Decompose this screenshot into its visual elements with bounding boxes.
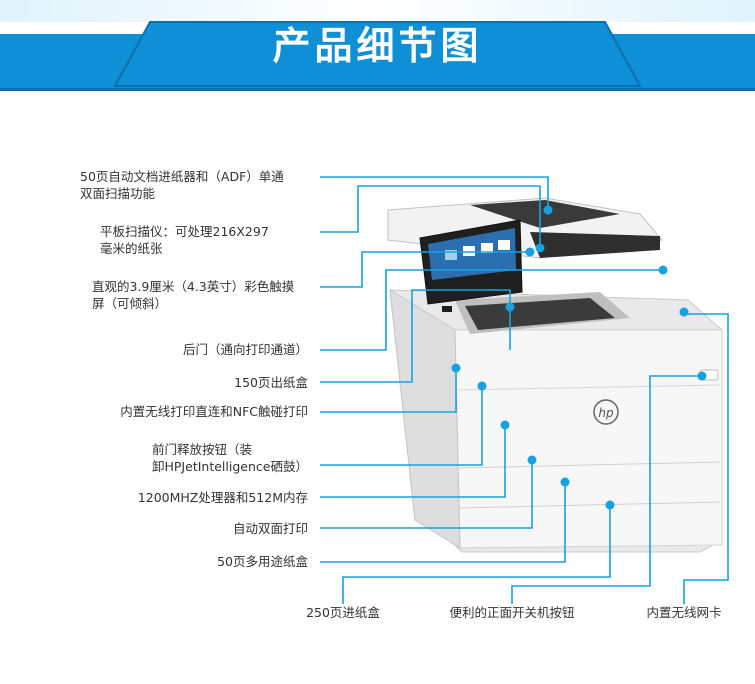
hp-logo-icon <box>593 399 619 425</box>
callout-wireless-card: 内置无线网卡 <box>646 605 722 620</box>
callout-duplex: 自动双面打印 <box>232 521 308 536</box>
page-title: 产品细节图 <box>272 24 483 68</box>
callout-input-tray: 250页进纸盒 <box>306 605 380 620</box>
callout-adf: 50页自动文档进纸器和（ADF）单通 双面扫描功能 <box>80 169 284 201</box>
hp-logo-text: hp <box>598 406 614 420</box>
callout-flatbed: 平板扫描仪：可处理216X297 毫米的纸张 <box>100 224 269 256</box>
callout-front-door: 前门释放按钮（装 卸HPJetIntelligence硒鼓） <box>152 442 308 474</box>
callout-wireless-nfc: 内置无线打印直连和NFC触碰打印 <box>120 404 308 419</box>
callout-output-tray: 150页出纸盒 <box>234 375 308 390</box>
callout-processor: 1200MHZ处理器和512M内存 <box>137 490 308 505</box>
banner-center <box>115 22 640 86</box>
callout-rear-door: 后门（通向打印通道） <box>182 342 308 357</box>
callout-touchscreen: 直观的3.9厘米（4.3英寸）彩色触摸 屏（可倾斜） <box>92 279 295 311</box>
callout-mp-tray: 50页多用途纸盒 <box>217 554 308 569</box>
banner-background <box>0 0 755 91</box>
callout-power-button: 便利的正面开关机按钮 <box>449 605 575 620</box>
